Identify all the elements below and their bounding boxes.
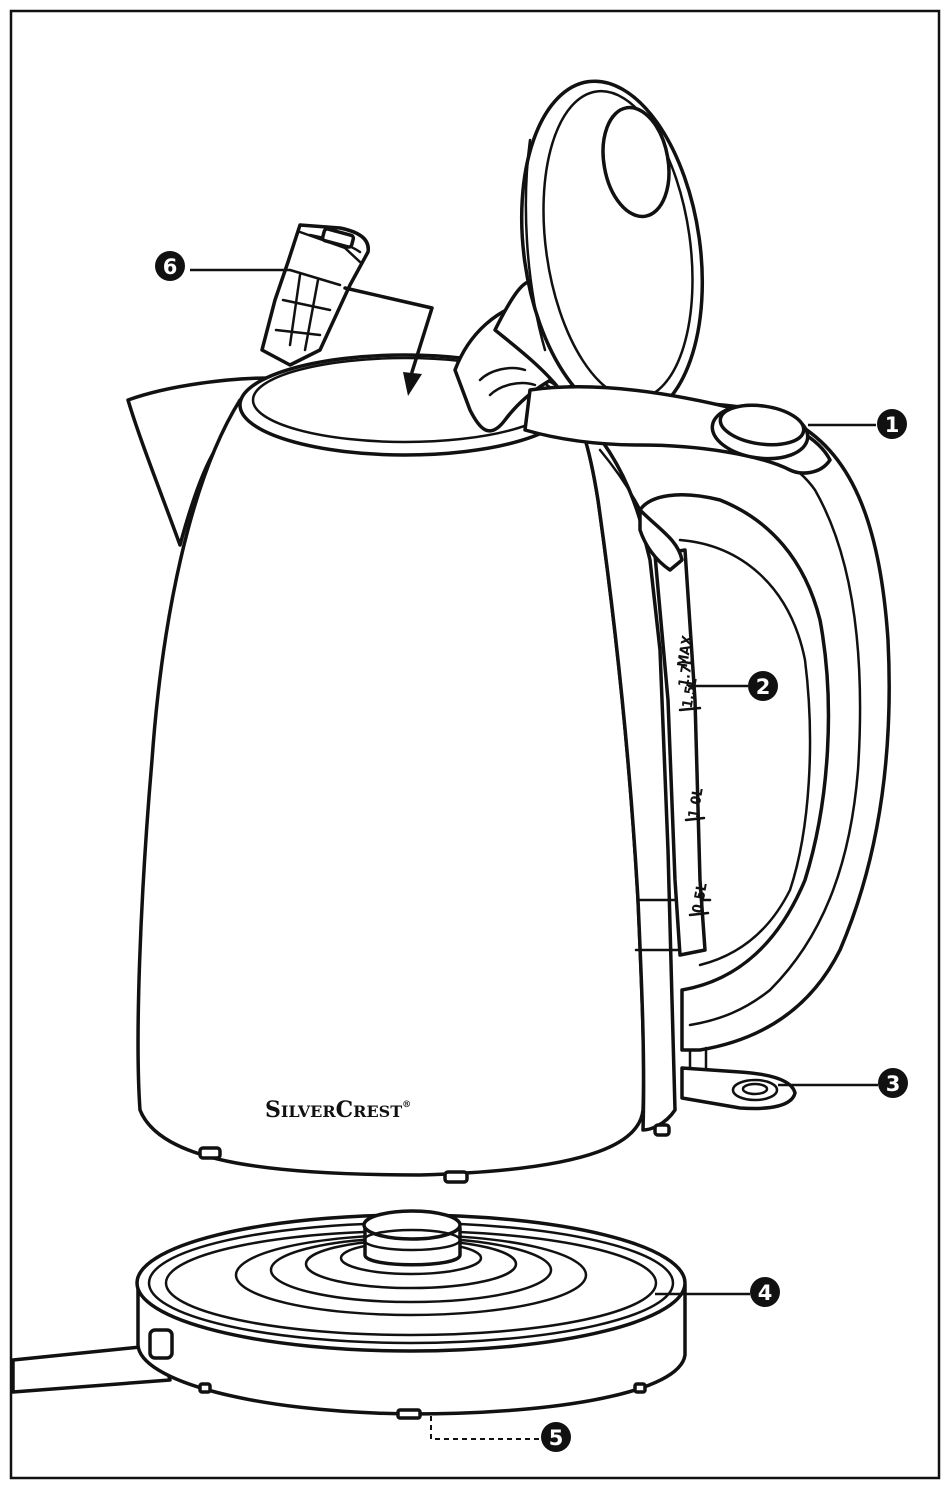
base-station [13, 1211, 685, 1418]
indicator-tab [682, 1048, 795, 1108]
svg-text:5: 5 [549, 1426, 564, 1450]
svg-text:4: 4 [758, 1281, 773, 1305]
svg-text:3: 3 [886, 1072, 901, 1096]
callout-2: 2 [748, 671, 778, 701]
callout-4: 4 [750, 1277, 780, 1307]
kettle-lid [455, 69, 723, 430]
leader-5 [431, 1416, 541, 1439]
callout-5: 5 [541, 1422, 571, 1452]
svg-text:6: 6 [163, 255, 178, 279]
callout-1: 1 [877, 409, 907, 439]
callout-6: 6 [155, 251, 185, 281]
svg-text:1: 1 [885, 413, 900, 437]
svg-text:2: 2 [756, 675, 771, 699]
limescale-filter [262, 225, 368, 365]
callout-3: 3 [878, 1068, 908, 1098]
